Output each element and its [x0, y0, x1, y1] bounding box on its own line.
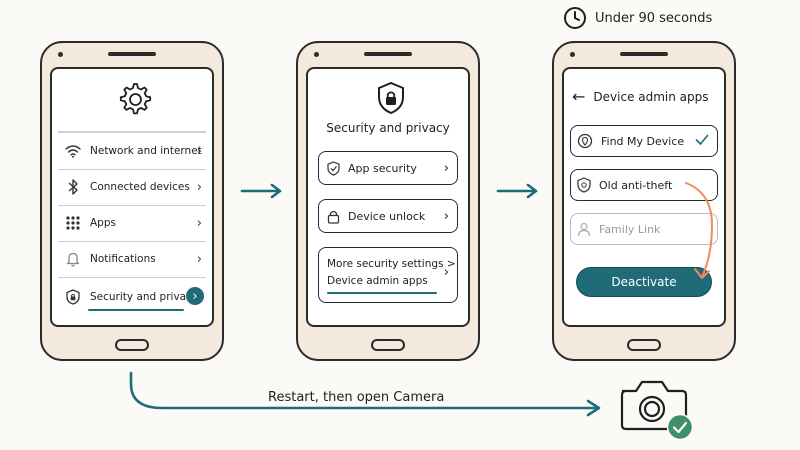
chevron-right-icon: ›	[443, 208, 449, 224]
chevron-right-icon: ›	[196, 251, 202, 267]
menu-item-network[interactable]: Network and internet ›	[58, 133, 206, 170]
device-admin-apps-link[interactable]: Device admin apps	[327, 275, 428, 287]
app-item-family-link[interactable]: Family Link	[570, 213, 718, 245]
bottom-instruction: Restart, then open Camera	[268, 390, 445, 405]
gear-icon	[116, 81, 152, 117]
deactivate-button[interactable]: Deactivate	[576, 267, 712, 297]
bluetooth-icon	[62, 179, 84, 195]
home-button[interactable]	[371, 339, 405, 351]
shield-lock-icon	[62, 289, 84, 305]
menu-item-security-privacy[interactable]: Security and privacy ›	[58, 277, 206, 317]
highlight-underline	[327, 292, 437, 294]
phone-settings: Network and internet › Connected devices…	[40, 41, 224, 361]
back-arrow-icon[interactable]: ←	[572, 87, 586, 106]
checkmark-icon	[695, 134, 709, 146]
curved-arrow-icon	[682, 179, 722, 285]
restart-arrow-icon	[120, 370, 610, 418]
shield-icon	[577, 177, 591, 193]
menu-item-apps[interactable]: Apps ›	[58, 205, 206, 242]
find-device-icon	[577, 133, 593, 149]
wifi-icon	[62, 144, 84, 158]
chevron-right-icon: ›	[186, 287, 204, 305]
chevron-right-icon: ›	[196, 179, 202, 195]
phone-device-admin: ← Device admin apps Find My Device Old a…	[552, 41, 736, 361]
phone-1-screen: Network and internet › Connected devices…	[50, 67, 214, 327]
bell-icon	[62, 251, 84, 267]
app-item-old-anti-theft[interactable]: Old anti-theft	[570, 169, 718, 201]
clock-icon	[563, 6, 587, 30]
app-item-find-my-device[interactable]: Find My Device	[570, 125, 718, 157]
chevron-right-icon: ›	[196, 143, 202, 159]
more-security-label: More security settings >	[327, 258, 456, 270]
more-security-settings-item[interactable]: More security settings > Device admin ap…	[318, 247, 458, 303]
home-button[interactable]	[627, 339, 661, 351]
menu-item-connected-devices[interactable]: Connected devices ›	[58, 169, 206, 206]
person-icon	[577, 222, 591, 237]
phone-2-screen: Security and privacy App security › Devi…	[306, 67, 470, 327]
page-title: Security and privacy	[326, 121, 450, 135]
device-unlock-item[interactable]: Device unlock ›	[318, 199, 458, 233]
chevron-right-icon: ›	[443, 265, 449, 280]
phone-3-screen: ← Device admin apps Find My Device Old a…	[562, 67, 726, 327]
shield-lock-icon	[376, 81, 406, 115]
highlight-underline	[88, 309, 184, 311]
arrow-right-icon	[240, 182, 284, 200]
checkmark-badge-icon	[666, 413, 694, 441]
chevron-right-icon: ›	[443, 160, 449, 176]
lock-icon	[327, 209, 340, 224]
phone-security: Security and privacy App security › Devi…	[296, 41, 480, 361]
apps-grid-icon	[62, 216, 84, 230]
timer-label: Under 90 seconds	[595, 10, 713, 26]
page-title: Device admin apps	[593, 89, 709, 104]
arrow-right-icon	[496, 182, 540, 200]
timer: Under 90 seconds	[563, 6, 712, 30]
menu-item-notifications[interactable]: Notifications ›	[58, 241, 206, 278]
shield-check-icon	[327, 160, 340, 176]
chevron-right-icon: ›	[196, 215, 202, 231]
home-button[interactable]	[115, 339, 149, 351]
app-security-item[interactable]: App security ›	[318, 151, 458, 185]
